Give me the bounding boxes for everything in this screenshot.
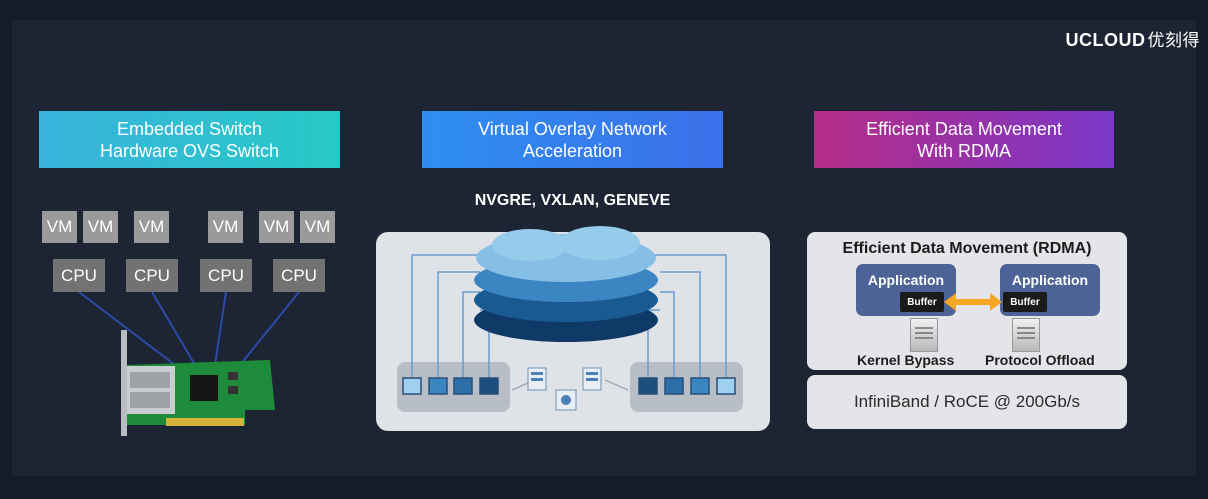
application-label: Application (867, 272, 945, 288)
vm-box: VM (134, 211, 169, 243)
caption-protocol-offload: Protocol Offload (985, 352, 1095, 368)
cpu-box: CPU (273, 259, 325, 292)
buffer-left: Buffer (900, 292, 944, 312)
vm-box: VM (208, 211, 243, 243)
brand-name-cn: 优刻得 (1147, 31, 1200, 50)
brand-name: UCLOUD (1065, 30, 1146, 50)
vm-box: VM (259, 211, 294, 243)
cpu-box: CPU (200, 259, 252, 292)
nic-card-icon (121, 330, 275, 436)
switch-icon (527, 367, 602, 411)
vm-box: VM (42, 211, 77, 243)
buffer-right: Buffer (1003, 292, 1047, 312)
header-line-1: Virtual Overlay Network (478, 118, 667, 139)
cpu-box: CPU (53, 259, 105, 292)
server-icon (910, 318, 938, 352)
header-line-2: Hardware OVS Switch (99, 140, 280, 161)
header-rdma: Efficient Data Movement With RDMA (814, 111, 1114, 168)
cloud-stack-icon (474, 226, 658, 342)
vm-box: VM (300, 211, 335, 243)
double-arrow-icon (944, 293, 1002, 311)
cpu-box: CPU (126, 259, 178, 292)
header-line-1: Embedded Switch (116, 118, 263, 139)
header-line-1: Efficient Data Movement (866, 118, 1062, 139)
caption-kernel-bypass: Kernel Bypass (857, 352, 955, 368)
header-line-2: With RDMA (917, 140, 1011, 161)
interconnect-box: InfiniBand / RoCE @ 200Gb/s (807, 375, 1127, 429)
protocol-list: NVGRE, VXLAN, GENEVE (474, 192, 671, 209)
vm-box: VM (83, 211, 118, 243)
header-embedded-switch: Embedded Switch Hardware OVS Switch (39, 111, 340, 168)
application-label: Application (1011, 272, 1089, 288)
rdma-title: Efficient Data Movement (RDMA) (842, 240, 1092, 257)
header-line-2: Acceleration (522, 140, 623, 161)
header-overlay-network: Virtual Overlay Network Acceleration (422, 111, 723, 168)
server-icon (1012, 318, 1040, 352)
